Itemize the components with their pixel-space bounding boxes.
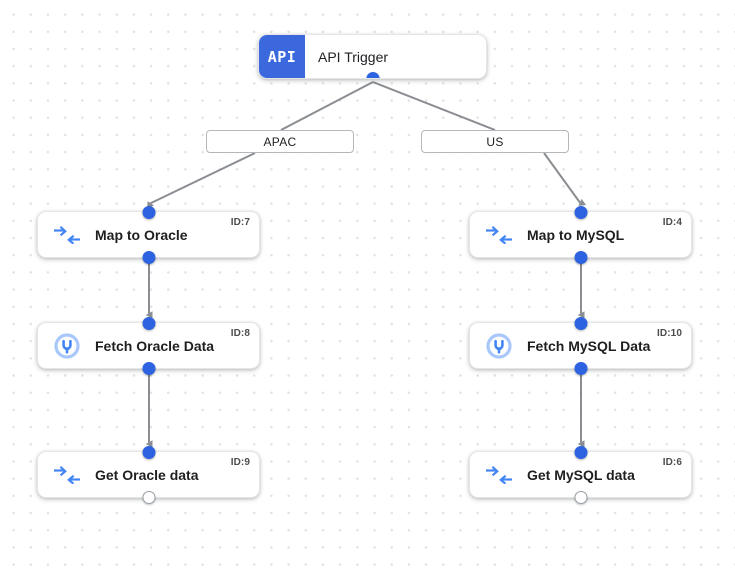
input-port[interactable]	[142, 205, 155, 219]
node-fetch-oracle-data[interactable]: Fetch Oracle Data ID:8	[37, 316, 260, 375]
edge-us-map-mysql	[543, 152, 587, 206]
api-badge: API	[259, 35, 305, 78]
node-id-badge: ID:8	[230, 328, 250, 339]
node-map-to-mysql[interactable]: Map to MySQL ID:4	[469, 205, 692, 264]
database-connector-icon	[52, 331, 82, 361]
node-api-trigger[interactable]: API API Trigger	[258, 34, 487, 79]
output-port[interactable]	[142, 490, 155, 504]
input-port[interactable]	[142, 445, 155, 459]
node-title: Fetch MySQL Data	[527, 337, 651, 354]
branch-label-text: APAC	[263, 134, 297, 149]
node-title: Map to MySQL	[527, 226, 625, 243]
map-arrows-icon	[52, 220, 82, 250]
output-port[interactable]	[574, 250, 587, 264]
edge-trigger-apac	[280, 81, 374, 131]
input-port[interactable]	[574, 316, 587, 330]
branch-label-us[interactable]: US	[421, 130, 569, 153]
output-port[interactable]	[574, 490, 587, 504]
edge-trigger-us	[372, 81, 496, 131]
node-get-mysql-data[interactable]: Get MySQL data ID:6	[469, 445, 692, 504]
node-title: Fetch Oracle Data	[95, 337, 215, 354]
output-port[interactable]	[574, 361, 587, 375]
node-title: Get MySQL data	[527, 466, 635, 483]
map-arrows-icon	[484, 460, 514, 490]
map-arrows-icon	[52, 460, 82, 490]
node-title: Map to Oracle	[95, 226, 188, 243]
node-fetch-mysql-data[interactable]: Fetch MySQL Data ID:10	[469, 316, 692, 375]
api-badge-label: API	[267, 47, 297, 66]
output-port[interactable]	[142, 361, 155, 375]
edge-apac-map-oracle	[147, 152, 256, 209]
node-get-oracle-data[interactable]: Get Oracle data ID:9	[37, 445, 260, 504]
node-id-badge: ID:6	[662, 457, 682, 468]
node-id-badge: ID:10	[657, 328, 682, 339]
node-id-badge: ID:4	[662, 217, 682, 228]
node-title: Get Oracle data	[95, 466, 199, 483]
branch-label-apac[interactable]: APAC	[206, 130, 354, 153]
node-title: API Trigger	[318, 48, 389, 65]
node-id-badge: ID:9	[230, 457, 250, 468]
input-port[interactable]	[142, 316, 155, 330]
input-port[interactable]	[574, 205, 587, 219]
map-arrows-icon	[484, 220, 514, 250]
node-map-to-oracle[interactable]: Map to Oracle ID:7	[37, 205, 260, 264]
database-connector-icon	[484, 331, 514, 361]
branch-label-text: US	[486, 134, 504, 149]
node-id-badge: ID:7	[230, 217, 250, 228]
input-port[interactable]	[574, 445, 587, 459]
output-port[interactable]	[366, 71, 379, 78]
output-port[interactable]	[142, 250, 155, 264]
